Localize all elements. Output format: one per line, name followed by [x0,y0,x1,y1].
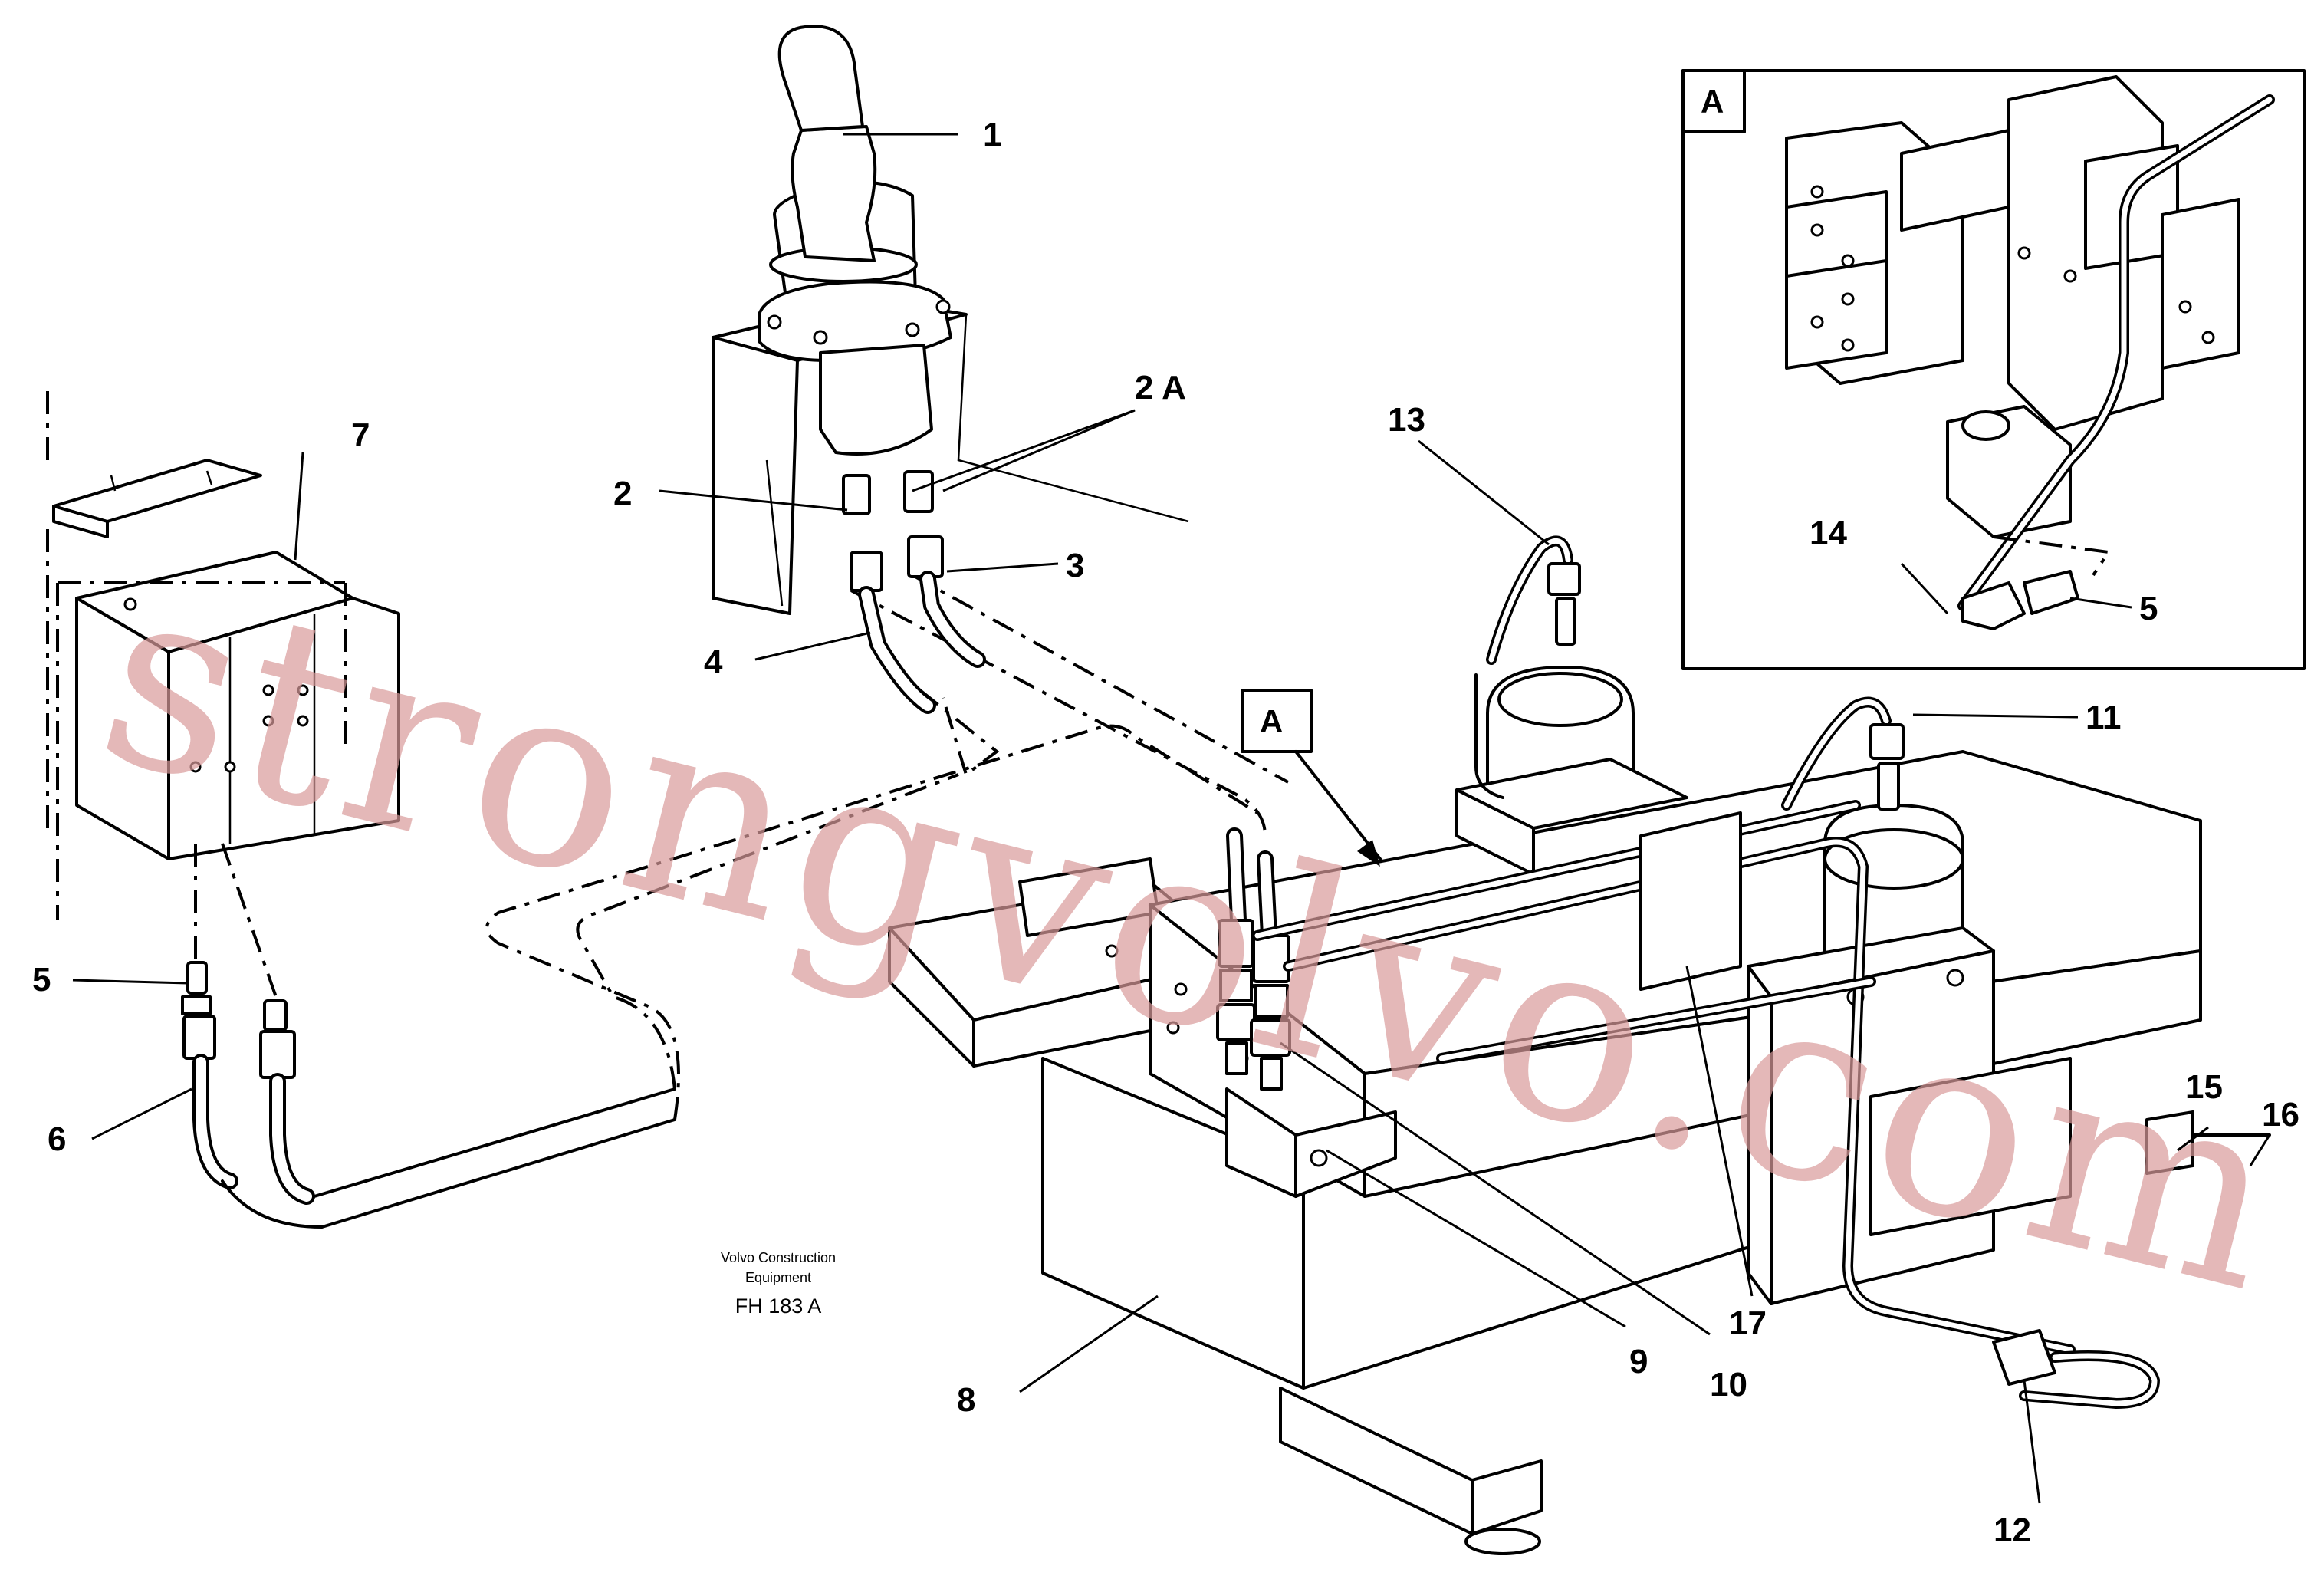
callout-8: 8 [957,1381,975,1419]
callout-15: 15 [2185,1068,2223,1106]
view-a-indicator [1241,689,1382,867]
callout-numbers: 1 2 A 2 3 4 7 5 6 8 9 10 17 13 11 12 15 … [32,116,2299,1549]
callout-17: 17 [1729,1304,1767,1342]
stamp-line-1: Volvo Construction [721,1250,836,1265]
callout-9: 9 [1629,1343,1648,1380]
callout-14: 14 [1810,515,1847,552]
connection-block [46,391,400,920]
callout-11: 11 [2086,699,2122,736]
callout-13: 13 [1388,401,1425,439]
callout-2a: 2 A [1135,369,1186,406]
drawing-stamp: Volvo Construction Equipment FH 183 A [721,1250,836,1318]
pilot-valve-lower [1747,696,2072,1305]
callout-3: 3 [1066,547,1084,584]
leader-lines [72,133,2271,1504]
callout-4: 4 [704,643,723,681]
left-hoses [181,843,676,1229]
stamp-line-2: Equipment [745,1270,811,1285]
clamp-tubes [1252,800,2271,1409]
callout-2: 2 [613,475,632,512]
callout-12: 12 [1994,1512,2031,1549]
stamp-code: FH 183 A [735,1295,822,1318]
detail-view-a [1681,69,2306,670]
joystick-control [712,25,1189,615]
callout-6: 6 [48,1120,66,1158]
center-fittings [1216,827,1291,1091]
callout-1: 1 [983,116,1001,153]
inset-view-tag: A [1701,84,1724,120]
callout-5-inset: 5 [2139,590,2158,627]
main-view-tag: A [1260,703,1283,739]
pilot-valve-upper [1455,535,1688,876]
callout-16: 16 [2262,1096,2299,1133]
joystick-fittings [842,470,986,714]
callout-7: 7 [351,416,370,454]
hose-routes [485,574,1289,1120]
callout-10: 10 [1710,1366,1747,1403]
callout-5-left: 5 [32,961,51,998]
